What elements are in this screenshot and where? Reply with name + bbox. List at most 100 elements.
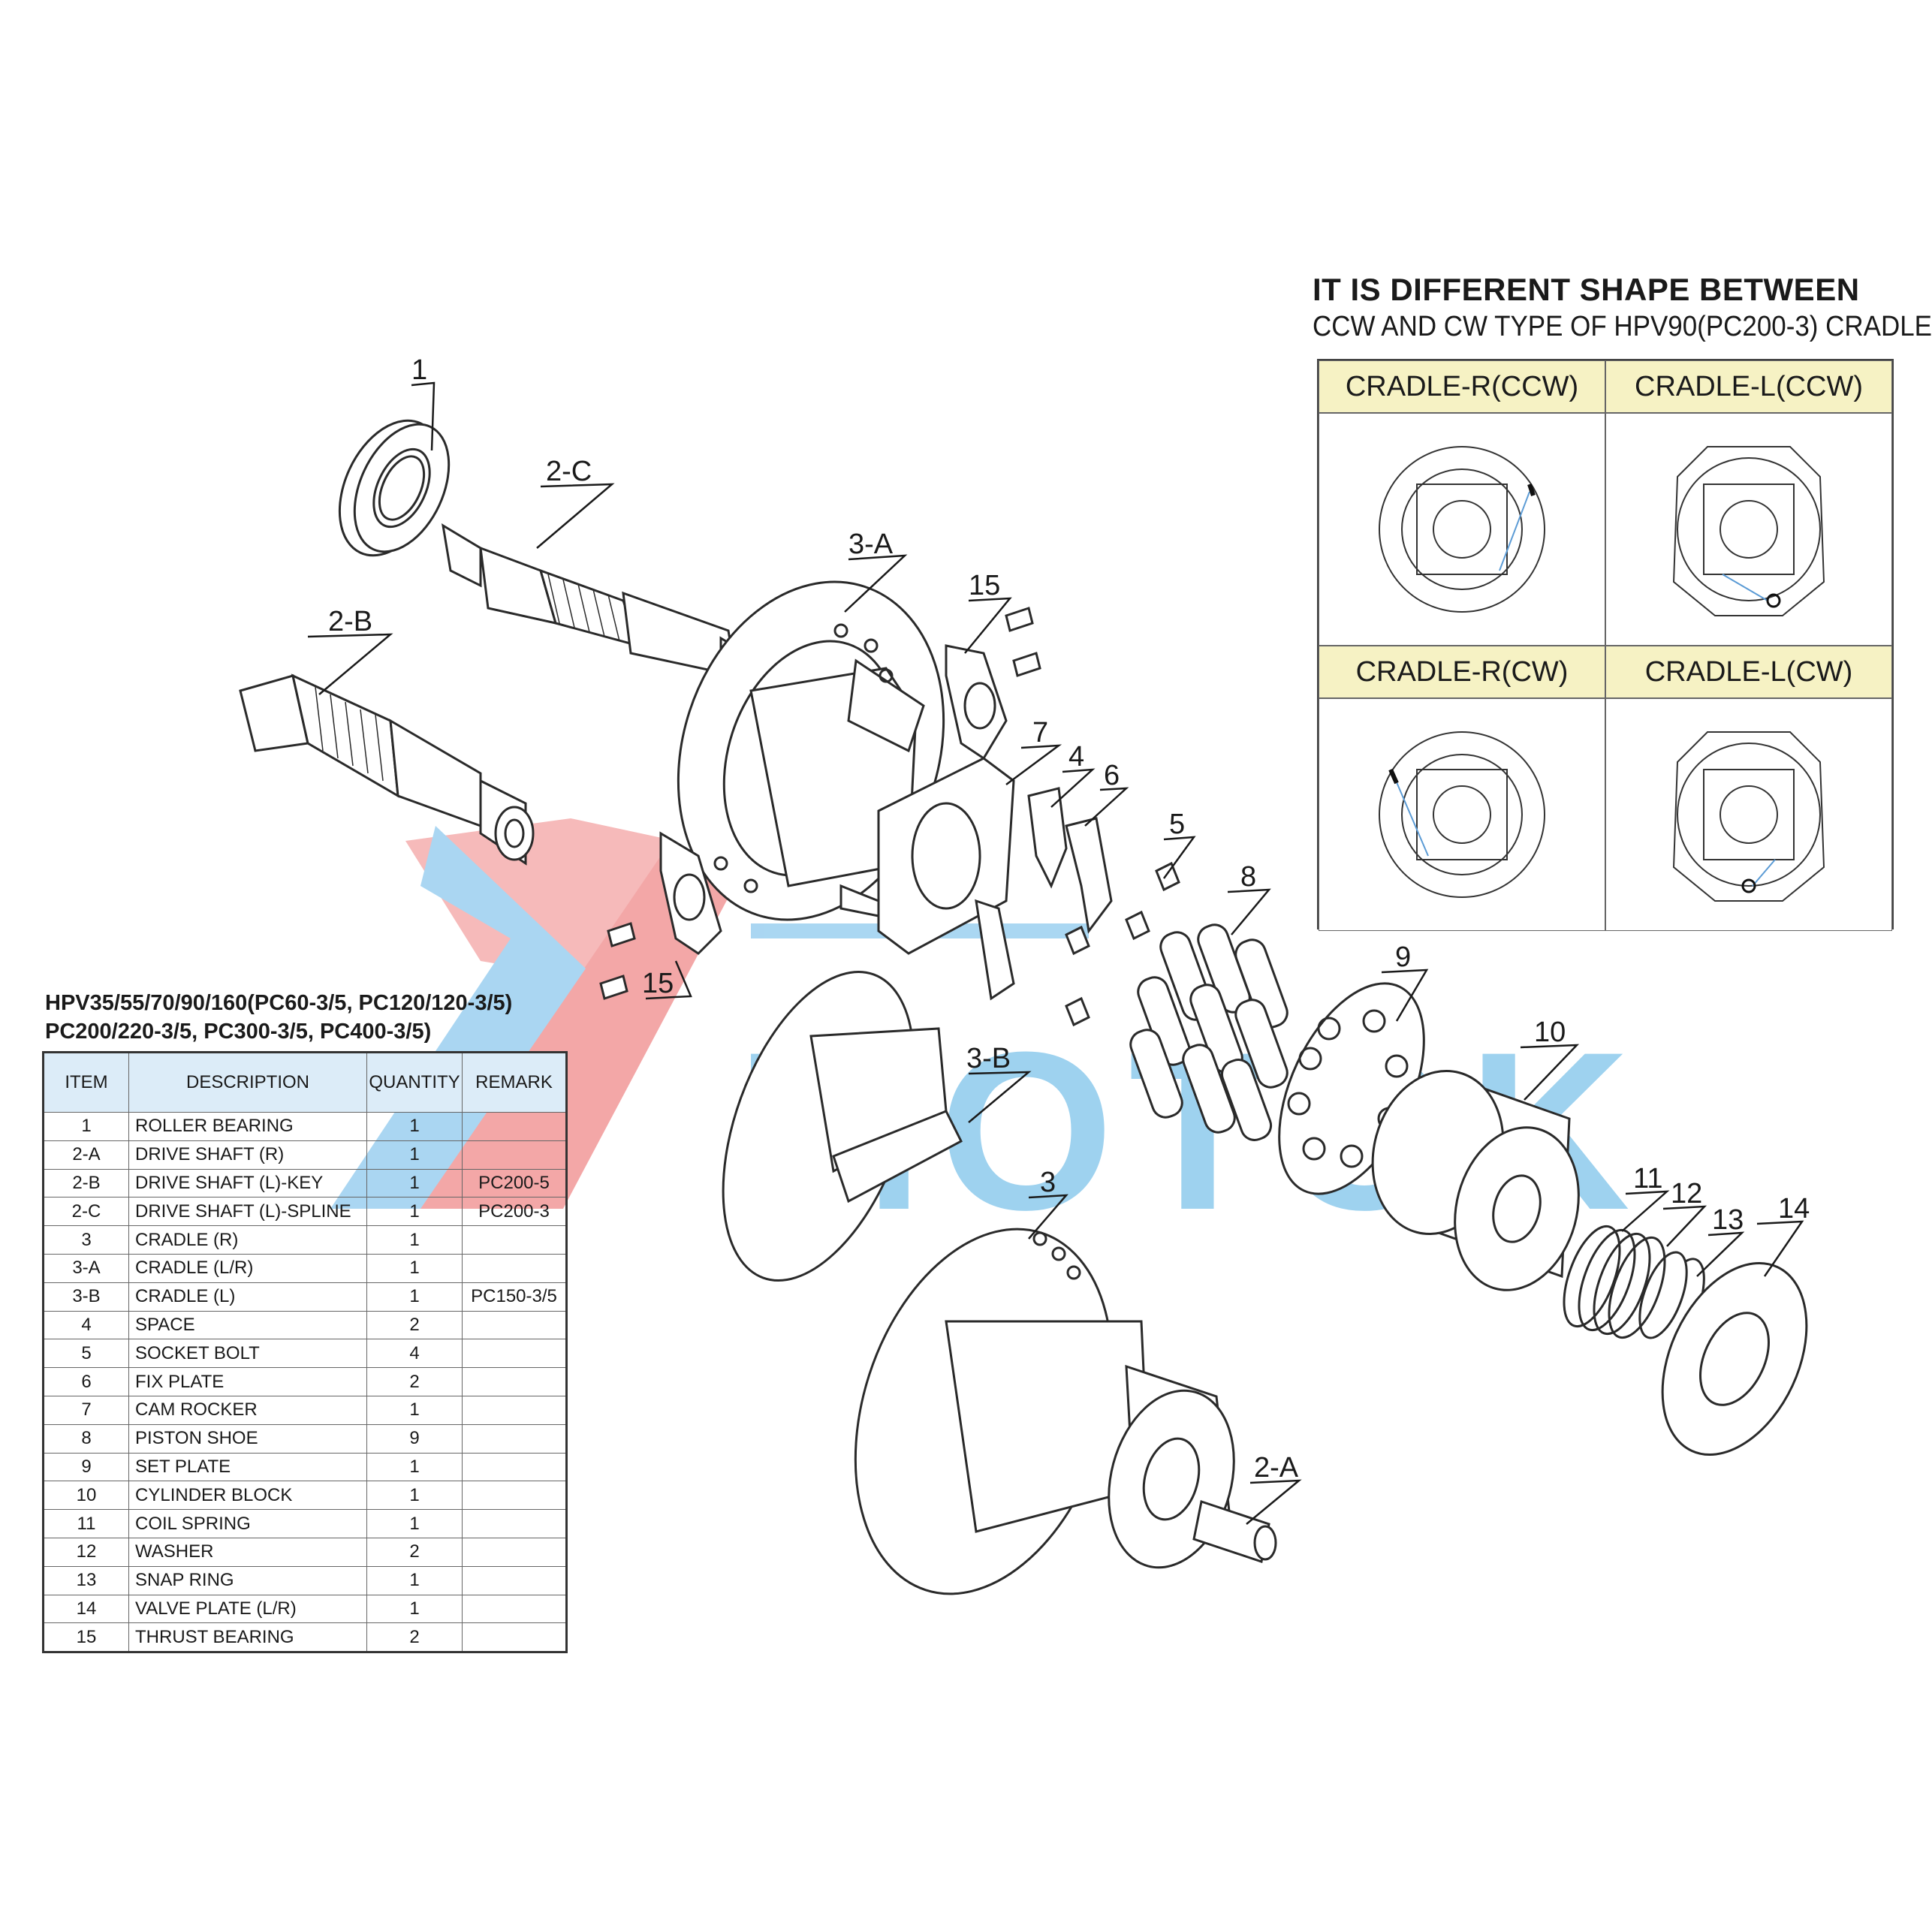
callout-14: 14 [1778, 1193, 1810, 1225]
coil-spring-drawing [1563, 1225, 1666, 1339]
cradle-l-cw-figure [1605, 698, 1892, 931]
row-description: DRIVE SHAFT (L)-KEY [128, 1168, 367, 1198]
row-quantity: 2 [366, 1622, 463, 1653]
row-remark [462, 1310, 567, 1340]
row-remark [462, 1253, 567, 1283]
callout-10: 10 [1534, 1017, 1566, 1048]
row-remark [462, 1509, 567, 1538]
cradle-lr-drawing [677, 580, 945, 921]
thrust-bearing-drawing [659, 644, 1008, 955]
row-item: 4 [43, 1310, 129, 1340]
row-remark [462, 1594, 567, 1624]
row-description: SNAP RING [128, 1565, 367, 1595]
row-item: 14 [43, 1594, 129, 1624]
cradle-l-ccw-label: CRADLE-L(CCW) [1605, 360, 1892, 413]
cradle-r-ccw-label: CRADLE-R(CCW) [1319, 360, 1605, 413]
roller-bearing-drawing [338, 419, 451, 557]
callout-13: 13 [1712, 1204, 1744, 1236]
callout-15-top: 15 [969, 570, 1000, 601]
cradle-r-cw-label: CRADLE-R(CW) [1319, 646, 1605, 698]
row-item: 1 [43, 1112, 129, 1141]
row-quantity: 1 [366, 1509, 463, 1538]
row-description: COIL SPRING [128, 1509, 367, 1538]
row-remark: PC150-3/5 [462, 1282, 567, 1312]
row-remark [462, 1481, 567, 1511]
header-remark: REMARK [462, 1052, 567, 1113]
row-item: 5 [43, 1339, 129, 1369]
row-description: CRADLE (L) [128, 1282, 367, 1312]
row-remark [462, 1565, 567, 1595]
row-remark [462, 1140, 567, 1170]
row-description: WASHER [128, 1537, 367, 1567]
row-quantity: 1 [366, 1168, 463, 1198]
row-item: 8 [43, 1423, 129, 1454]
row-item: 9 [43, 1452, 129, 1482]
cradle-r-ccw-figure [1319, 413, 1605, 646]
leader-lines [307, 381, 1804, 1525]
header-description: DESCRIPTION [128, 1052, 367, 1113]
callout-2a: 2-A [1254, 1452, 1299, 1484]
row-description: DRIVE SHAFT (R) [128, 1140, 367, 1170]
row-description: SOCKET BOLT [128, 1339, 367, 1369]
row-description: THRUST BEARING [128, 1622, 367, 1653]
row-remark: PC200-3 [462, 1197, 567, 1227]
row-remark [462, 1112, 567, 1141]
cradle-comparison-grid: CRADLE-R(CCW) CRADLE-L(CCW) CRADLE-R(CW)… [1317, 359, 1894, 931]
note-title: IT IS DIFFERENT SHAPE BETWEEN [1313, 272, 1860, 307]
row-quantity: 4 [366, 1339, 463, 1369]
row-description: DRIVE SHAFT (L)-SPLINE [128, 1197, 367, 1227]
row-item: 15 [43, 1622, 129, 1653]
cradle-l-drawing [722, 970, 963, 1282]
row-remark [462, 1622, 567, 1653]
callout-15-bottom: 15 [642, 968, 674, 999]
row-item: 6 [43, 1367, 129, 1396]
washer-drawing [1638, 1251, 1688, 1339]
callout-labels: 1 2-C 2-B 3-A 15 7 4 6 5 8 9 10 15 3-B 3… [328, 354, 1810, 1484]
row-quantity: 1 [366, 1253, 463, 1283]
callout-8: 8 [1240, 861, 1256, 893]
row-description: CRADLE (L/R) [128, 1253, 367, 1283]
row-item: 3 [43, 1225, 129, 1255]
row-quantity: 1 [366, 1594, 463, 1624]
row-description: CRADLE (R) [128, 1225, 367, 1255]
callout-3: 3 [1040, 1167, 1056, 1198]
row-quantity: 2 [366, 1310, 463, 1340]
cradle-r-cw-icon [1379, 731, 1545, 898]
row-remark: PC200-5 [462, 1168, 567, 1198]
callout-11: 11 [1633, 1163, 1662, 1194]
row-quantity: 1 [366, 1481, 463, 1511]
row-quantity: 9 [366, 1423, 463, 1454]
row-description: ROLLER BEARING [128, 1112, 367, 1141]
cradle-r-assembly-drawing [854, 1228, 1277, 1595]
row-quantity: 1 [366, 1140, 463, 1170]
row-remark [462, 1537, 567, 1567]
header-quantity: QUANTITY [366, 1052, 463, 1113]
cylinder-block-drawing [1371, 1069, 1580, 1291]
callout-7: 7 [1032, 717, 1048, 749]
cradle-l-cw-icon [1672, 731, 1825, 902]
row-item: 2-B [43, 1168, 129, 1198]
callout-5: 5 [1169, 809, 1185, 840]
row-description: PISTON SHOE [128, 1423, 367, 1454]
row-description: CAM ROCKER [128, 1395, 367, 1425]
row-remark [462, 1452, 567, 1482]
cradle-l-cw-label: CRADLE-L(CW) [1605, 646, 1892, 698]
valve-plate-drawing [1661, 1261, 1808, 1457]
row-description: SET PLATE [128, 1452, 367, 1482]
row-quantity: 1 [366, 1282, 463, 1312]
callout-2b: 2-B [328, 606, 372, 637]
